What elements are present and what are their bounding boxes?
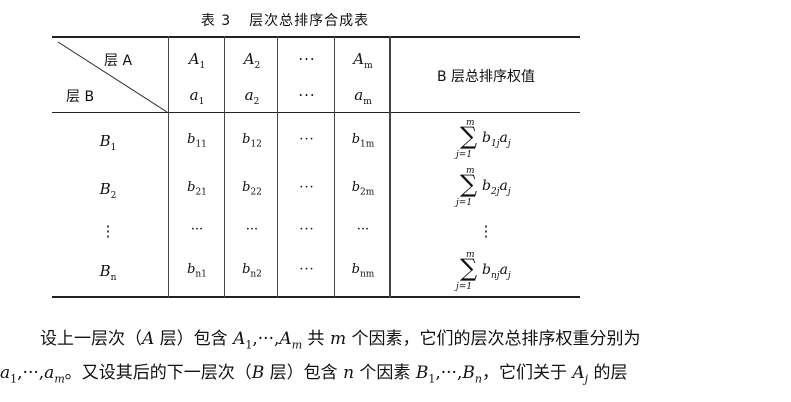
table-number: 表 3 (200, 13, 232, 29)
sum-formula: m ∑ j=1 bnjaj (456, 250, 511, 292)
weight-am: am (354, 86, 372, 107)
table-cell: b12 (242, 132, 262, 150)
table-cell: b21 (187, 180, 207, 198)
table-cell: ··· (356, 222, 370, 237)
weight-ellipsis: ··· (298, 86, 316, 104)
bottom-rule (52, 296, 580, 298)
sum-vdots: ⋮ (478, 222, 494, 240)
column-divider (168, 36, 169, 298)
body-paragraph-line-2: a1,···,am。又设其后的下一层次（B 层）包含 n 个因素 B1,···,… (0, 363, 628, 386)
weight-a2: a2 (244, 86, 260, 107)
sum-formula: m ∑ j=1 b2jaj (456, 166, 511, 208)
synthesis-table: 层 A 层 B A1 A2 ··· Am B 层总排序权值 a1 a2 ··· … (52, 36, 580, 298)
column-divider (389, 36, 391, 298)
column-divider (277, 36, 278, 298)
top-rule (52, 36, 580, 38)
weight-column-header: B 层总排序权值 (436, 69, 536, 85)
col-header-a2: A2 (243, 50, 261, 71)
table-cell: ··· (299, 222, 315, 237)
column-divider (334, 36, 335, 298)
table-cell: bn1 (187, 262, 207, 280)
table-cell: bn2 (242, 262, 262, 280)
row-label-b2: B2 (99, 180, 117, 201)
column-divider (224, 36, 225, 298)
table-cell: bnm (351, 262, 375, 280)
table-cell: ··· (190, 222, 204, 237)
body-paragraph-line-1: 设上一层次（A 层）包含 A1,···,Am 共 m 个因素，它们的层次总排序权… (40, 329, 641, 352)
table-cell: b22 (242, 180, 262, 198)
table-title: 层次总排序合成表 (249, 13, 370, 29)
table-cell: b2m (351, 180, 375, 198)
sum-formula: m ∑ j=1 b1jaj (456, 118, 511, 160)
table-cell: ··· (299, 180, 315, 195)
row-label-bn: Bn (99, 262, 117, 283)
header-diagonal (57, 41, 168, 113)
table-cell: b11 (187, 132, 207, 150)
col-header-a1: A1 (188, 50, 206, 71)
layer-a-label: 层 A (104, 53, 133, 69)
col-header-am: Am (353, 50, 373, 71)
table-cell: b1m (351, 132, 375, 150)
layer-b-label: 层 B (66, 89, 95, 105)
weight-a1: a1 (189, 86, 205, 107)
row-label-vdots: ⋮ (100, 222, 116, 240)
col-header-ellipsis: ··· (298, 50, 316, 68)
row-label-b1: B1 (99, 132, 117, 153)
table-caption: 表 3 层次总排序合成表 (0, 10, 570, 30)
table-cell: ··· (299, 132, 315, 147)
header-rule (52, 112, 580, 113)
table-cell: ··· (245, 222, 259, 237)
table-cell: ··· (299, 262, 315, 277)
